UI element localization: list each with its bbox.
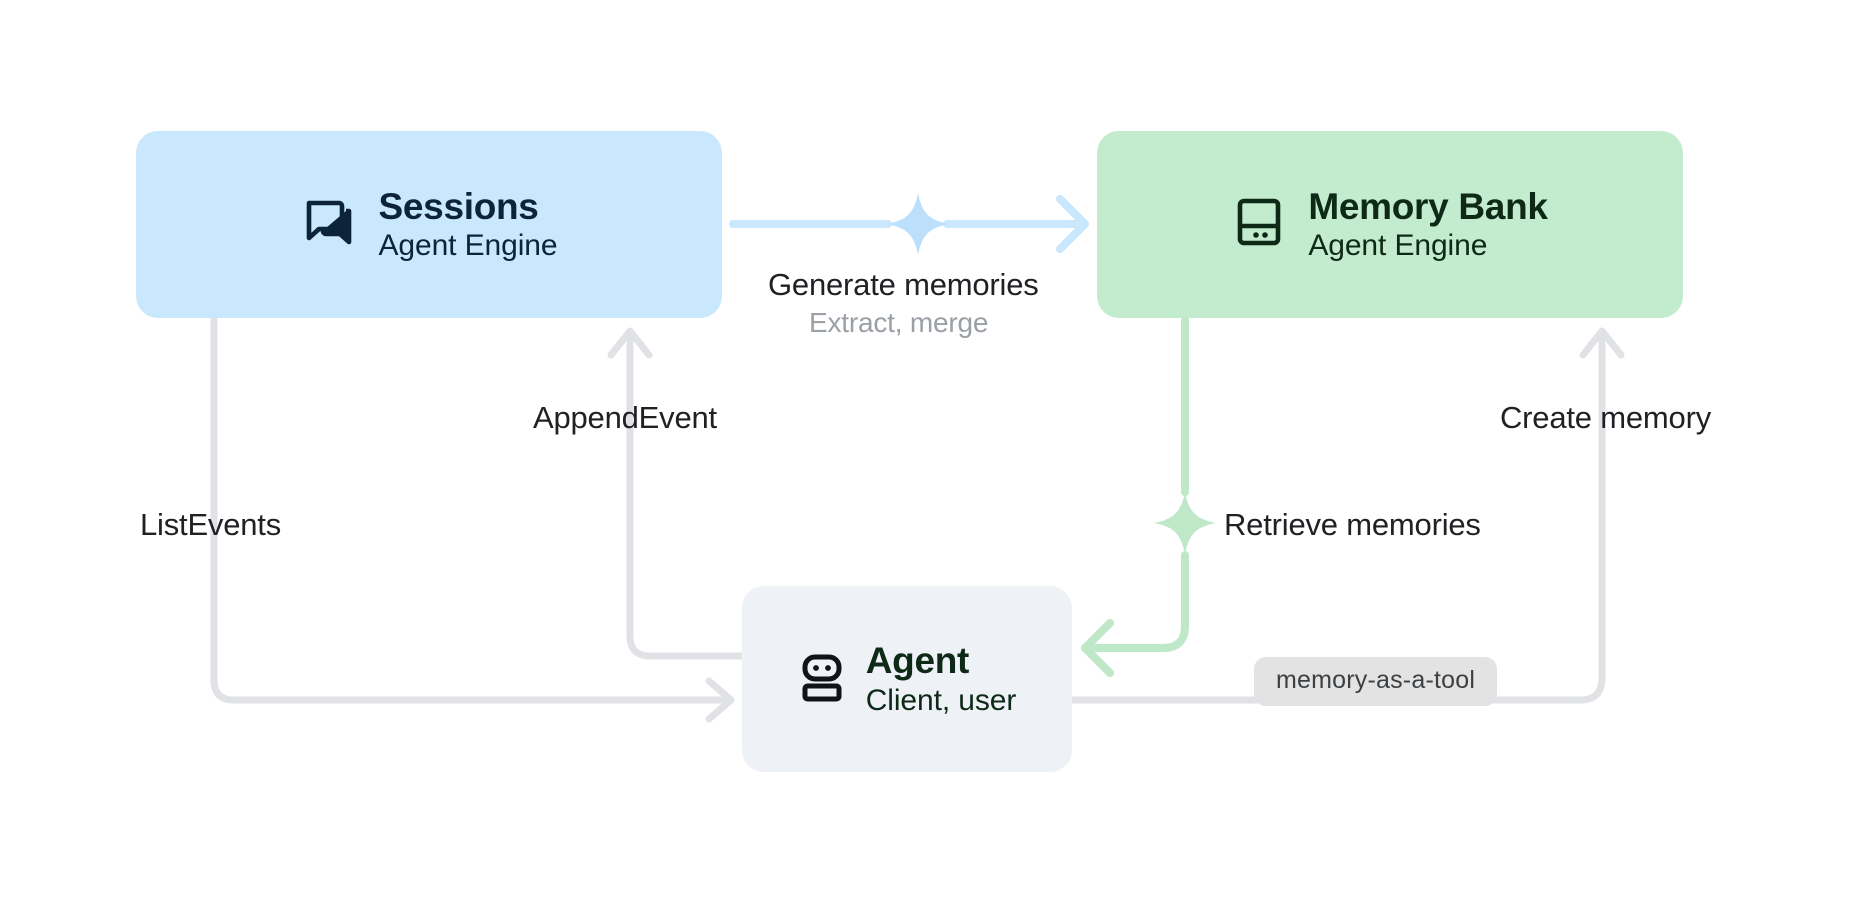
- badge-memory-as-a-tool: memory-as-a-tool: [1254, 657, 1498, 706]
- node-agent-title: Agent: [865, 640, 970, 682]
- node-agent-subtitle: Client, user: [865, 683, 1017, 717]
- database-server-icon: [1232, 194, 1286, 255]
- robot-icon: [798, 649, 846, 710]
- node-sessions-title: Sessions: [378, 185, 539, 227]
- edge-append-event: [607, 327, 746, 660]
- edge-label-create-memory: Create memory: [1500, 400, 1712, 435]
- edge-retrieve-memories: [1081, 316, 1216, 677]
- edge-list-events: [210, 316, 735, 723]
- node-sessions-subtitle: Agent Engine: [378, 229, 558, 263]
- edge-label-generate-memories: Generate memories: [768, 267, 1039, 302]
- edge-label-append-event: AppendEvent: [533, 400, 717, 435]
- node-memory-bank-subtitle: Agent Engine: [1308, 229, 1488, 263]
- node-agent[interactable]: Agent Client, user: [742, 586, 1072, 772]
- sparkle-icon-green: [1154, 492, 1216, 554]
- chat-bubbles-icon: [301, 194, 357, 255]
- node-sessions[interactable]: Sessions Agent Engine: [136, 131, 722, 318]
- node-memory-bank[interactable]: Memory Bank Agent Engine: [1097, 131, 1683, 318]
- edge-sublabel-extract-merge: Extract, merge: [809, 307, 989, 338]
- node-memory-bank-title: Memory Bank: [1308, 185, 1548, 227]
- sparkle-icon-blue: [887, 193, 949, 255]
- edge-create-memory: [1068, 327, 1625, 704]
- edge-label-retrieve-memories: Retrieve memories: [1224, 507, 1481, 542]
- edge-generate-memories: [729, 193, 1089, 255]
- edge-label-list-events: ListEvents: [140, 507, 282, 542]
